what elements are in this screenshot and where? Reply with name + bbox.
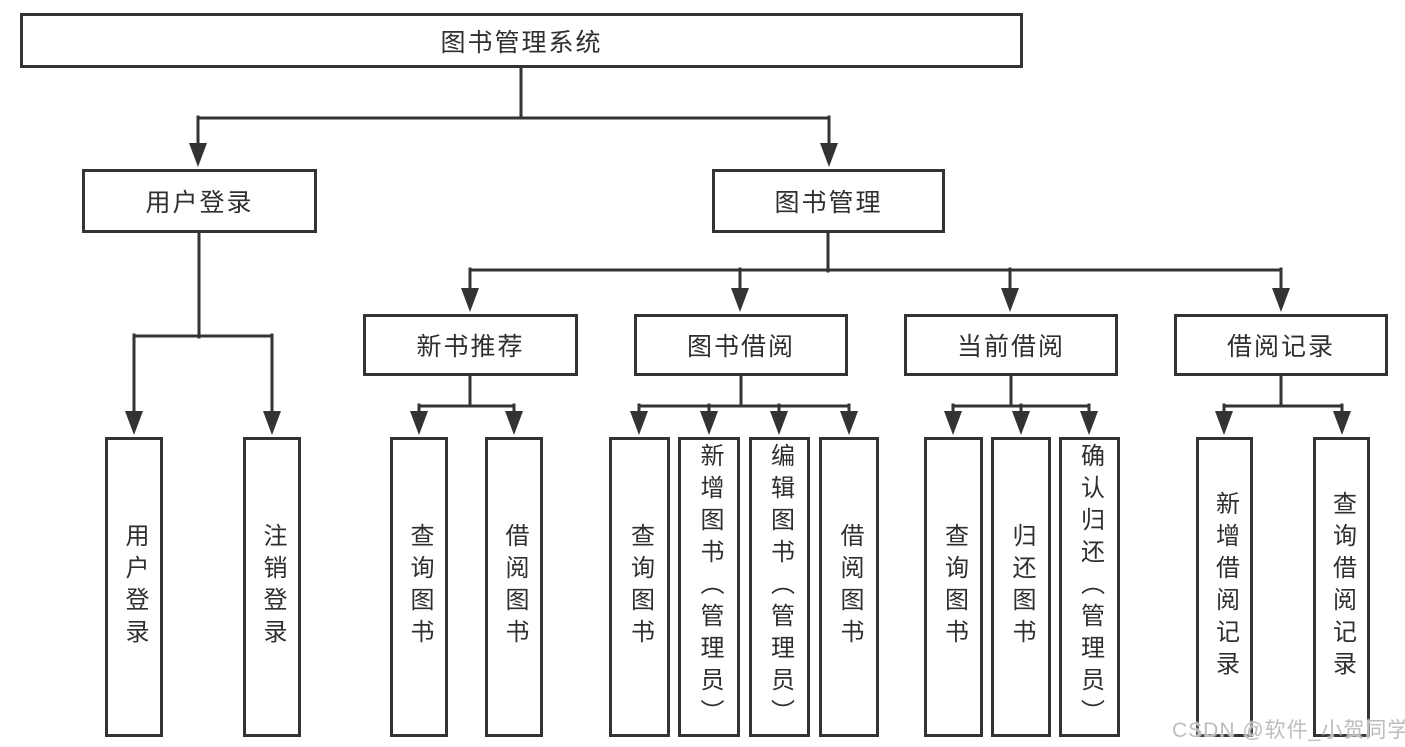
leaf-confirm-return-admin: 确认归还（管理员） [1059,437,1120,737]
leaf-label: 注销登录 [259,523,286,651]
leaf-label: 归还图书 [1008,523,1035,651]
leaf-query-books-current: 查询图书 [924,437,983,737]
node-book-management-label: 图书管理 [774,189,883,217]
leaf-query-borrow-record: 查询借阅记录 [1313,437,1370,737]
leaf-edit-book-admin: 编辑图书（管理员） [749,437,810,737]
csdn-watermark: CSDN @软件_小贺同学 [1172,719,1405,742]
leaf-query-books-recommend: 查询图书 [390,437,448,737]
node-user-login: 用户登录 [82,169,317,233]
leaf-query-books-borrowing: 查询图书 [609,437,670,737]
node-book-borrowing: 图书借阅 [634,314,848,376]
leaf-logout: 注销登录 [243,437,301,737]
node-root-label: 图书管理系统 [440,28,603,57]
leaf-label: 新增图书（管理员） [696,443,723,731]
arrowheads [125,143,1351,435]
node-borrowing-records-label: 借阅记录 [1226,333,1335,361]
leaf-borrow-book: 借阅图书 [819,437,879,737]
leaf-return-book: 归还图书 [991,437,1051,737]
leaf-label: 借阅图书 [501,523,528,651]
node-current-borrowing: 当前借阅 [904,314,1118,376]
connector-path [132,66,1344,417]
leaf-label: 查询图书 [626,523,654,651]
node-current-borrowing-label: 当前借阅 [956,333,1065,361]
leaf-label: 编辑图书（管理员） [766,443,794,731]
node-new-book-recommend-label: 新书推荐 [416,333,525,361]
node-book-management: 图书管理 [712,169,945,233]
leaf-borrow-book-recommend: 借阅图书 [485,437,543,737]
node-book-borrowing-label: 图书借阅 [686,333,795,361]
leaf-label: 借阅图书 [836,523,863,651]
leaf-label: 查询图书 [940,523,968,651]
leaf-label: 用户登录 [121,523,148,651]
leaf-add-book-admin: 新增图书（管理员） [678,437,740,737]
node-root: 图书管理系统 [20,13,1023,68]
node-new-book-recommend: 新书推荐 [363,314,578,376]
leaf-label: 确认归还（管理员） [1076,443,1104,731]
leaf-user-login: 用户登录 [105,437,163,737]
leaf-label: 查询借阅记录 [1328,491,1356,683]
leaf-label: 新增借阅记录 [1211,491,1239,683]
node-user-login-label: 用户登录 [145,189,254,217]
node-borrowing-records: 借阅记录 [1174,314,1388,376]
leaf-add-borrow-record: 新增借阅记录 [1196,437,1253,737]
leaf-label: 查询图书 [406,523,433,651]
